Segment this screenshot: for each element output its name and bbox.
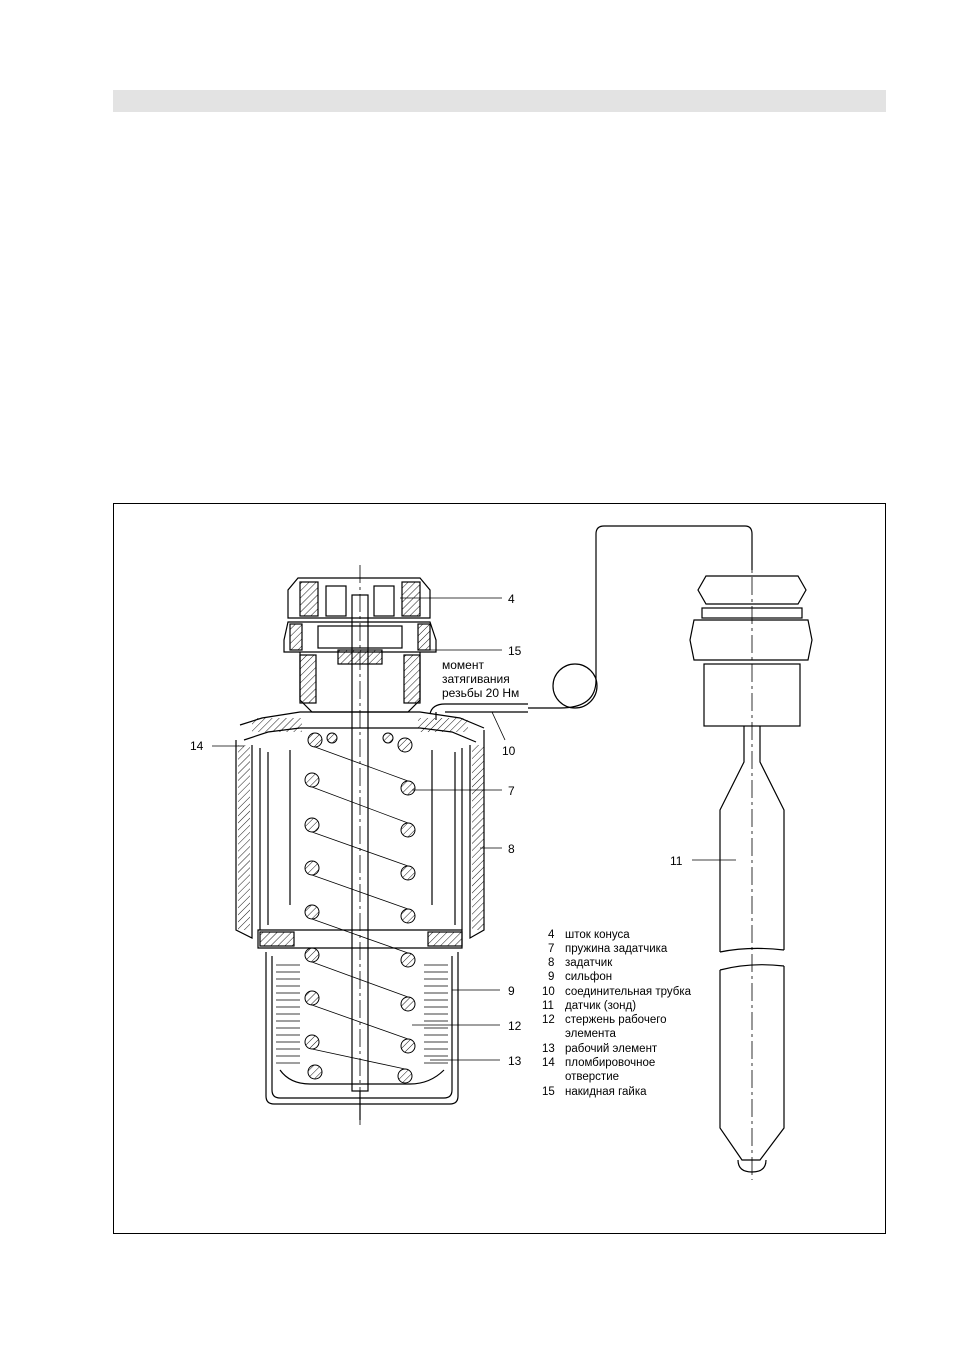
legend-text: отверстие xyxy=(565,1071,619,1083)
legend-text: сильфон xyxy=(565,971,612,983)
legend-text: пломбировочное xyxy=(565,1057,655,1069)
legend-num: 4 xyxy=(548,929,555,941)
legend-text: соединительная трубка xyxy=(565,986,692,998)
callout-8: 8 xyxy=(508,842,515,856)
legend-text: элемента xyxy=(565,1028,617,1040)
legend-text: датчик (зонд) xyxy=(565,1000,636,1012)
legend-text: стержень рабочего xyxy=(565,1014,667,1026)
legend-num: 8 xyxy=(548,957,554,969)
callout-9: 9 xyxy=(508,984,515,998)
legend-num: 10 xyxy=(542,986,555,998)
torque-note-line1: момент xyxy=(442,658,484,672)
torque-note-line2: затягивания xyxy=(442,672,510,686)
legend-text: шток конуса xyxy=(565,929,630,941)
callout-15: 15 xyxy=(508,644,522,658)
legend-text: пружина задатчика xyxy=(565,943,668,955)
callout-11: 11 xyxy=(670,854,683,868)
torque-note-line3: резьбы 20 Нм xyxy=(442,686,519,700)
callout-7: 7 xyxy=(508,784,515,798)
torque-note: момент затягивания резьбы 20 Нм xyxy=(442,658,519,700)
callout-4: 4 xyxy=(508,592,515,606)
legend-num: 14 xyxy=(542,1057,555,1069)
legend-text: накидная гайка xyxy=(565,1086,647,1098)
capillary-and-sensor xyxy=(430,526,812,1180)
legend-num: 11 xyxy=(542,1000,554,1012)
legend-text: рабочий элемент xyxy=(565,1043,658,1055)
legend-num: 7 xyxy=(548,943,554,955)
legend-text: задатчик xyxy=(565,957,613,969)
valve-head-section xyxy=(236,565,484,1125)
legend-num: 9 xyxy=(548,971,554,983)
legend: 4 шток конуса 7 пружина задатчика 8 зада… xyxy=(542,929,692,1098)
legend-num: 15 xyxy=(542,1086,555,1098)
callout-10: 10 xyxy=(502,744,516,758)
callout-13: 13 xyxy=(508,1054,522,1068)
legend-num: 13 xyxy=(542,1043,555,1055)
callout-14: 14 xyxy=(190,739,204,753)
callout-12: 12 xyxy=(508,1019,522,1033)
legend-num: 12 xyxy=(542,1014,555,1026)
